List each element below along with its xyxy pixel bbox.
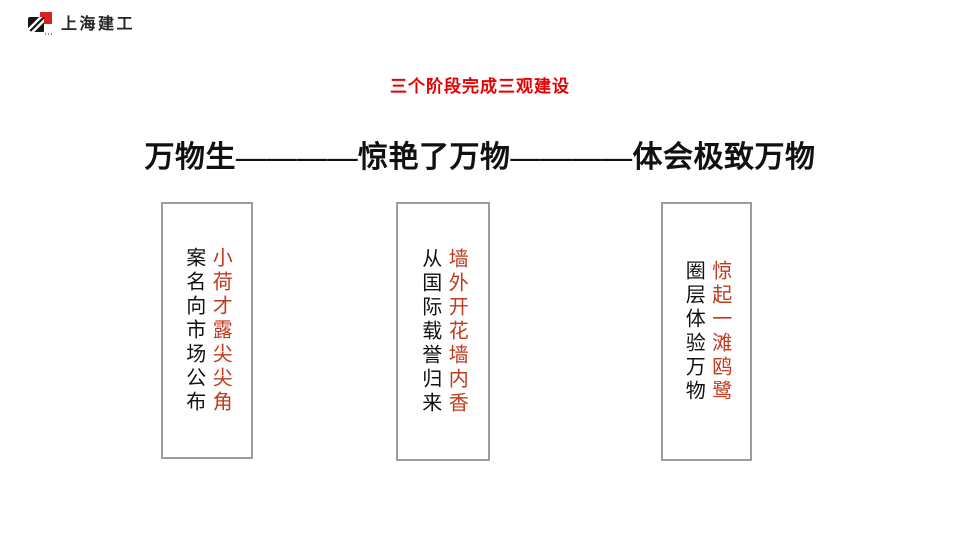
logo-tm-dots (45, 33, 53, 35)
stage-1-label: 案名向市场公布 (182, 246, 205, 415)
slide-title: 万物生————惊艳了万物————体会极致万物 (144, 141, 816, 174)
stage-1-highlight: 小荷才露尖尖角 (209, 246, 232, 415)
stage-card-2: 墙外开花墙内香 从国际载誉归来 (396, 202, 490, 461)
stage-card-1: 小荷才露尖尖角 案名向市场公布 (161, 202, 253, 459)
company-logo-text: 上海建工 (61, 16, 136, 33)
stage-card-3: 惊起一滩鸥鹭 圈层体验万物 (661, 202, 752, 461)
stage-3-vertical-text: 惊起一滩鸥鹭 圈层体验万物 (677, 260, 737, 404)
stage-2-vertical-text: 墙外开花墙内香 从国际载誉归来 (413, 248, 473, 416)
stage-3-label: 圈层体验万物 (682, 259, 705, 404)
stage-3-highlight: 惊起一滩鸥鹭 (708, 259, 731, 404)
logo-black-square (28, 17, 44, 32)
shanghai-construction-logo-icon (28, 12, 54, 36)
company-logo: 上海建工 (28, 12, 135, 36)
stage-2-highlight: 墙外开花墙内香 (445, 247, 468, 416)
stage-2-label: 从国际载誉归来 (418, 247, 441, 416)
stage-1-vertical-text: 小荷才露尖尖角 案名向市场公布 (177, 247, 237, 415)
slide-subtitle: 三个阶段完成三观建设 (390, 77, 570, 96)
